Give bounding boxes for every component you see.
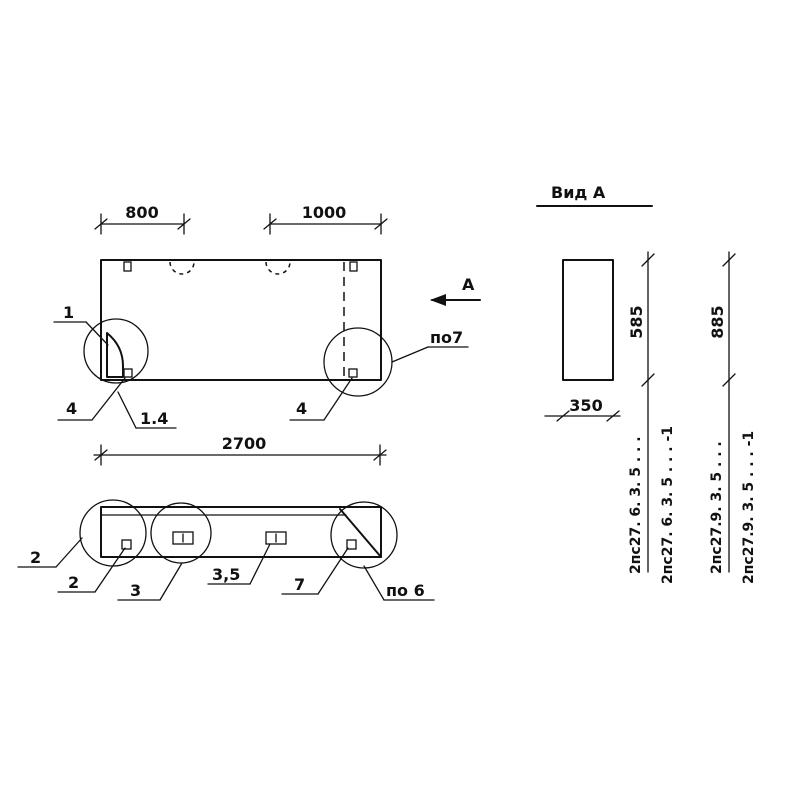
view-title: Вид А — [551, 183, 606, 202]
dim-label-350: 350 — [569, 396, 602, 415]
plan-socket — [265, 531, 287, 545]
leader — [249, 543, 271, 585]
mark-label: 2пс27.9. 3. 5 . . . -1 — [741, 431, 757, 584]
corner-detail — [106, 332, 124, 378]
leader — [91, 377, 126, 421]
front-socket — [123, 368, 133, 378]
dim-label-2700: 2700 — [222, 434, 267, 453]
plan-outline — [100, 506, 382, 558]
mark-label: 2пс27.9. 3. 5 . . . — [709, 441, 725, 574]
dim-tick — [374, 218, 388, 230]
leader — [55, 537, 83, 568]
dim-tick — [641, 253, 655, 267]
leader — [94, 547, 126, 593]
dim-tick — [373, 449, 387, 461]
callout-7: 7 — [294, 575, 305, 594]
plan-socket — [121, 539, 132, 550]
dim-tick — [722, 253, 736, 267]
leader — [317, 547, 349, 595]
front-outline — [100, 259, 382, 381]
leader — [391, 346, 429, 363]
leader — [159, 562, 183, 601]
leader — [85, 321, 109, 346]
lifting-loop-dotted — [169, 261, 195, 275]
dim-label-800: 800 — [125, 203, 158, 222]
detail-circle — [150, 502, 212, 564]
dim-tick — [556, 410, 570, 422]
mark-label: 2пс27. 6. 3. 5 . . . -1 — [660, 426, 676, 584]
view-arrow-head — [430, 294, 446, 306]
dim-tick — [263, 218, 277, 230]
lifting-loop-dotted — [265, 261, 291, 275]
callout-po6: по 6 — [386, 581, 425, 600]
dim-tick — [641, 373, 655, 387]
leader — [363, 565, 385, 601]
detail-circle — [330, 501, 398, 569]
detail-circle — [83, 318, 149, 384]
front-socket — [348, 368, 358, 378]
plan-chamfer — [339, 508, 382, 558]
callout-1: 1 — [63, 303, 74, 322]
callout-4-right: 4 — [296, 399, 307, 418]
dim-label-1000: 1000 — [302, 203, 347, 222]
mark-label: 2пс27. 6. 3. 5 . . . — [628, 436, 644, 574]
front-socket — [123, 261, 132, 272]
callout-3-5: 3,5 — [212, 565, 240, 584]
arrow-label: А — [462, 275, 475, 294]
front-elevation: 800 1000 А 1 4 1.4 4 по7 — [53, 203, 481, 466]
plan-socket — [172, 531, 194, 545]
callout-3: 3 — [130, 581, 141, 600]
plan-view: 2 2 3 3,5 7 по 6 — [17, 499, 435, 601]
callout-1-4: 1.4 — [140, 409, 168, 428]
plan-socket — [346, 539, 357, 550]
dim-label-585: 585 — [627, 305, 646, 338]
callout-2-outer: 2 — [30, 548, 41, 567]
leader — [323, 377, 353, 421]
dim-label-885: 885 — [708, 305, 727, 338]
dim-tick — [722, 373, 736, 387]
callout-2-inner: 2 — [68, 573, 79, 592]
leader — [117, 391, 137, 429]
callout-po7: по7 — [430, 328, 463, 347]
section-outline — [562, 259, 614, 381]
front-socket — [349, 261, 358, 272]
callout-4-left: 4 — [66, 399, 77, 418]
view-a: Вид А 585 885 350 2пс27. 6. 3. 5 . . . 2… — [536, 183, 757, 584]
dim-tick — [606, 410, 620, 422]
dim-tick — [94, 218, 108, 230]
dim-tick — [94, 449, 108, 461]
dim-tick — [177, 218, 191, 230]
